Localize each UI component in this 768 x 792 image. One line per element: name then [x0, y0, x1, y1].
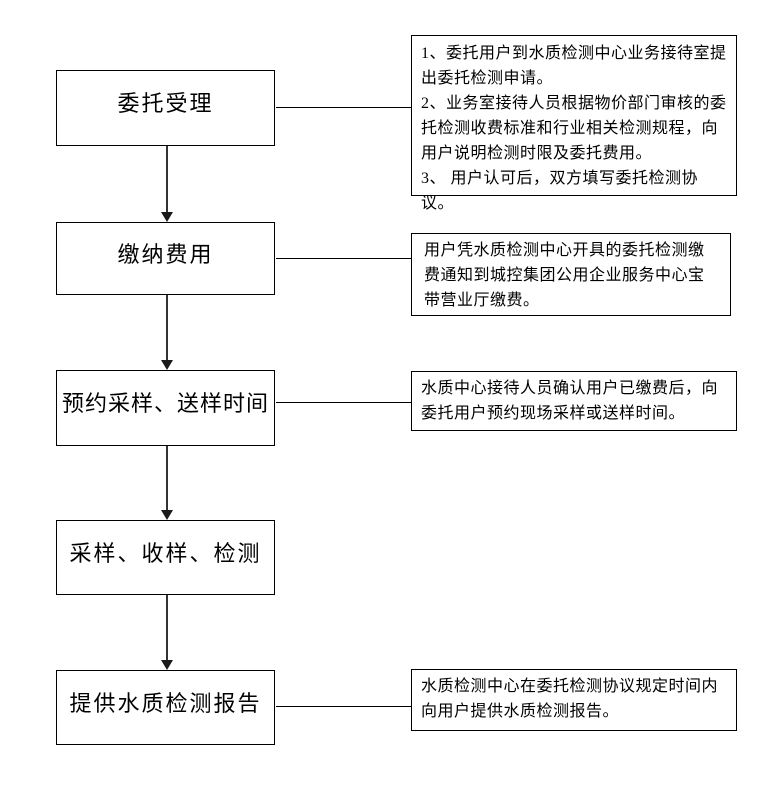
arrow-shaft: [165, 295, 168, 360]
step-box-sampling-testing: 采样、收样、检测: [56, 520, 275, 595]
down-arrow-icon: [160, 446, 173, 520]
arrow-shaft: [165, 146, 168, 212]
connector-line: [276, 107, 411, 108]
step-box-schedule-sampling: 预约采样、送样时间: [56, 370, 275, 446]
step-box-accept-commission: 委托受理: [56, 70, 275, 146]
note-box-pay-fees: 用户凭水质检测中心开具的委托检测缴费通知到城控集团公用企业服务中心宝带营业厅缴费…: [411, 233, 731, 316]
step-box-pay-fees: 缴纳费用: [56, 222, 275, 295]
arrowhead-icon: [160, 510, 173, 520]
note-box-accept-commission: 1、委托用户到水质检测中心业务接待室提出委托检测申请。 2、业务室接待人员根据物…: [411, 35, 737, 212]
down-arrow-icon: [160, 595, 173, 670]
down-arrow-icon: [160, 146, 173, 222]
arrow-shaft: [165, 595, 168, 660]
arrowhead-icon: [160, 212, 173, 222]
connector-line: [276, 402, 411, 403]
connector-line: [276, 258, 411, 259]
arrowhead-icon: [160, 660, 173, 670]
step-box-provide-report: 提供水质检测报告: [56, 670, 275, 745]
connector-line: [276, 706, 411, 707]
down-arrow-icon: [160, 295, 173, 370]
note-box-schedule-sampling: 水质中心接待人员确认用户已缴费后，向委托用户预约现场采样或送样时间。: [411, 371, 737, 431]
note-box-provide-report: 水质检测中心在委托检测协议规定时间内向用户提供水质检测报告。: [411, 669, 737, 731]
arrow-shaft: [165, 446, 168, 510]
arrowhead-icon: [160, 360, 173, 370]
